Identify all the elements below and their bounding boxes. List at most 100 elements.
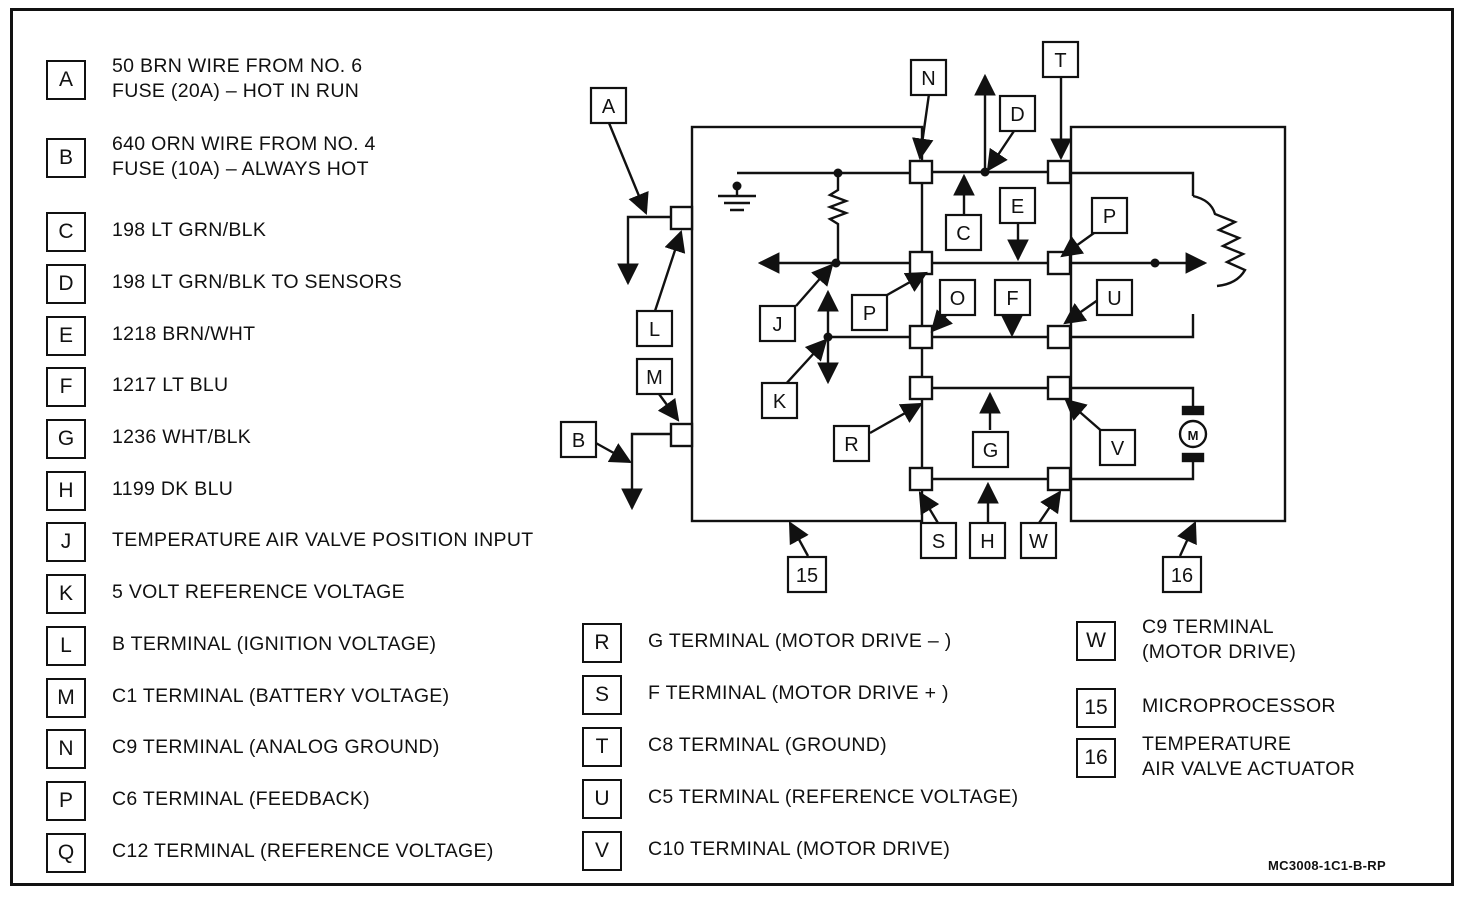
legend-item-N: N C9 TERMINAL (ANALOG GROUND)	[46, 729, 440, 769]
motor-icon	[1178, 419, 1208, 449]
legend-key: J	[46, 522, 86, 562]
callout-U: U	[1107, 288, 1121, 310]
legend-item-M: M C1 TERMINAL (BATTERY VOLTAGE)	[46, 678, 449, 718]
callout-J: J	[773, 314, 783, 336]
legend-item-D: D 198 LT GRN/BLK TO SENSORS	[46, 264, 402, 304]
legend-text: 1217 LT BLU	[112, 374, 229, 396]
legend-item-B: B 640 ORN WIRE FROM NO. 4 FUSE (10A) – A…	[46, 133, 376, 182]
callout-M: M	[646, 367, 663, 389]
legend-key: U	[582, 779, 622, 819]
terminal-N	[908, 159, 934, 185]
callout-V: V	[1111, 438, 1125, 460]
callout-S: S	[932, 531, 945, 553]
legend-key: 15	[1076, 688, 1116, 728]
callout-H: H	[980, 531, 994, 553]
legend-key: T	[582, 727, 622, 767]
legend-key: M	[46, 678, 86, 718]
legend-key: H	[46, 471, 86, 511]
callout-K: K	[773, 391, 787, 413]
legend-key: A	[46, 60, 86, 100]
callout-T: T	[1054, 50, 1066, 72]
terminal-R	[908, 375, 934, 401]
legend-item-P: P C6 TERMINAL (FEEDBACK)	[46, 781, 370, 821]
legend-text: C10 TERMINAL (MOTOR DRIVE)	[648, 838, 951, 860]
terminal-Q	[908, 324, 934, 350]
legend-key: R	[582, 623, 622, 663]
callout-N: N	[921, 68, 935, 90]
legend-item-G: G 1236 WHT/BLK	[46, 419, 251, 459]
legend-text: C9 TERMINAL (MOTOR DRIVE)	[1142, 616, 1297, 663]
callout-O: O	[950, 288, 966, 310]
legend-key: G	[46, 419, 86, 459]
legend-text: C8 TERMINAL (GROUND)	[648, 734, 887, 756]
legend-text: C1 TERMINAL (BATTERY VOLTAGE)	[112, 685, 450, 707]
legend-key: 16	[1076, 738, 1116, 778]
legend-text: 640 ORN WIRE FROM NO. 4 FUSE (10A) – ALW…	[112, 133, 376, 180]
terminal-P-left	[908, 250, 934, 276]
legend-text: MICROPROCESSOR	[1142, 695, 1336, 717]
legend-item-E: E 1218 BRN/WHT	[46, 316, 255, 356]
legend-text: C12 TERMINAL (REFERENCE VOLTAGE)	[112, 840, 494, 862]
terminal-M	[669, 422, 694, 448]
callout-15: 15	[796, 565, 818, 587]
legend-key: B	[46, 138, 86, 178]
terminal-P-right	[1046, 250, 1072, 276]
legend-text: TEMPERATURE AIR VALVE POSITION INPUT	[112, 529, 534, 551]
legend-item-T: T C8 TERMINAL (GROUND)	[582, 727, 887, 767]
callout-E: E	[1011, 196, 1024, 218]
legend-key: Q	[46, 833, 86, 873]
legend-text: 1236 WHT/BLK	[112, 426, 252, 448]
legend-key: W	[1076, 621, 1116, 661]
legend-key: E	[46, 316, 86, 356]
legend-key: C	[46, 212, 86, 252]
legend-text: 198 LT GRN/BLK	[112, 219, 267, 241]
callout-L: L	[649, 319, 660, 341]
callout-R: R	[844, 434, 858, 456]
drawing-code: MC3008-1C1-B-RP	[1268, 858, 1386, 873]
callout-A: A	[602, 96, 616, 118]
legend-text: B TERMINAL (IGNITION VOLTAGE)	[112, 633, 437, 655]
legend-text: 1199 DK BLU	[112, 478, 234, 500]
legend-item-15: 15 MICROPROCESSOR	[1076, 688, 1336, 728]
legend-text: C9 TERMINAL (ANALOG GROUND)	[112, 736, 440, 758]
callout-F: F	[1006, 288, 1018, 310]
legend-item-Q: Q C12 TERMINAL (REFERENCE VOLTAGE)	[46, 833, 494, 873]
legend-item-S: S F TERMINAL (MOTOR DRIVE + )	[582, 675, 949, 715]
legend-item-W: W C9 TERMINAL (MOTOR DRIVE)	[1076, 616, 1296, 665]
legend-item-H: H 1199 DK BLU	[46, 471, 233, 511]
legend-text: TEMPERATURE AIR VALVE ACTUATOR	[1142, 733, 1356, 780]
terminal-S	[908, 466, 934, 492]
legend-text: 50 BRN WIRE FROM NO. 6 FUSE (20A) – HOT …	[112, 55, 363, 102]
terminal-U	[1046, 324, 1072, 350]
microprocessor-box	[690, 125, 924, 523]
legend-item-J: J TEMPERATURE AIR VALVE POSITION INPUT	[46, 522, 533, 562]
legend-key: N	[46, 729, 86, 769]
legend-text: 198 LT GRN/BLK TO SENSORS	[112, 271, 403, 293]
callout-16: 16	[1171, 565, 1193, 587]
terminal-L	[669, 205, 694, 231]
callout-B: B	[572, 430, 585, 452]
legend-item-R: R G TERMINAL (MOTOR DRIVE – )	[582, 623, 952, 663]
legend-text: 5 VOLT REFERENCE VOLTAGE	[112, 581, 405, 603]
legend-text: C5 TERMINAL (REFERENCE VOLTAGE)	[648, 786, 1019, 808]
legend-key: L	[46, 626, 86, 666]
legend-text: C6 TERMINAL (FEEDBACK)	[112, 788, 370, 810]
callout-D: D	[1010, 104, 1024, 126]
legend-key: F	[46, 367, 86, 407]
legend-key: P	[46, 781, 86, 821]
legend-item-C: C 198 LT GRN/BLK	[46, 212, 266, 252]
legend-key: V	[582, 831, 622, 871]
callout-C: C	[956, 223, 970, 245]
callout-G: G	[983, 440, 999, 462]
legend-item-F: F 1217 LT BLU	[46, 367, 228, 407]
motor-label: M	[1188, 428, 1199, 443]
legend-item-16: 16 TEMPERATURE AIR VALVE ACTUATOR	[1076, 733, 1355, 782]
terminal-W	[1046, 466, 1072, 492]
legend-item-V: V C10 TERMINAL (MOTOR DRIVE)	[582, 831, 950, 871]
legend-text: 1218 BRN/WHT	[112, 323, 256, 345]
legend-item-U: U C5 TERMINAL (REFERENCE VOLTAGE)	[582, 779, 1018, 819]
callout-W: W	[1029, 531, 1048, 553]
callout-P-left: P	[863, 303, 876, 325]
diagram-frame	[10, 8, 1454, 886]
